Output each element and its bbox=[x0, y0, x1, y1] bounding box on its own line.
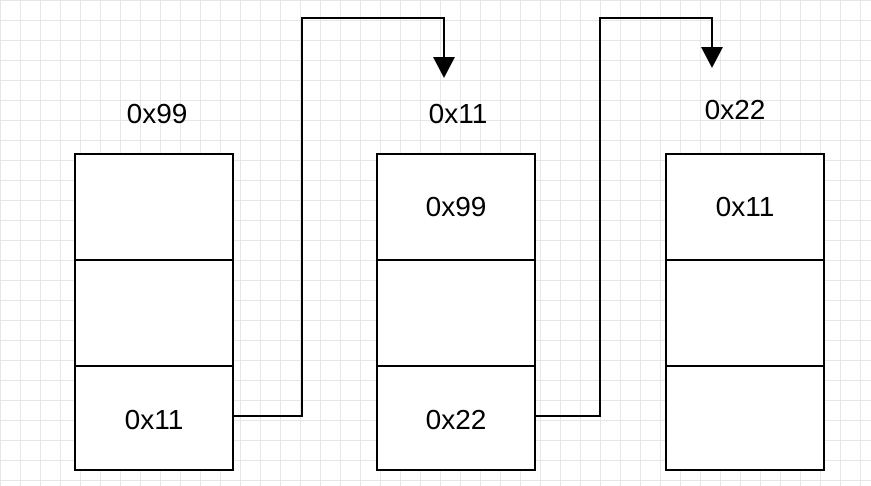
node-address-label: 0x11 bbox=[428, 98, 488, 129]
memory-block: 0x99 0x22 bbox=[376, 153, 536, 471]
node-address-label: 0x22 bbox=[704, 94, 766, 125]
memory-cell: 0x99 bbox=[378, 155, 534, 261]
arrowhead-icon bbox=[701, 47, 723, 68]
memory-cell: 0x11 bbox=[124, 404, 184, 435]
memory-cell bbox=[76, 261, 232, 367]
node-address-label: 0x99 bbox=[126, 98, 188, 129]
memory-block: 0x11 bbox=[74, 153, 234, 471]
arrowhead-icon bbox=[433, 57, 455, 78]
memory-block: 0x11 bbox=[665, 153, 825, 471]
memory-cell: 0x11 bbox=[667, 155, 823, 261]
memory-cell bbox=[378, 261, 534, 367]
pointer-connector bbox=[234, 17, 445, 417]
memory-cell: 0x22 bbox=[425, 404, 487, 435]
memory-cell bbox=[76, 155, 232, 261]
memory-cell bbox=[667, 261, 823, 367]
pointer-connector bbox=[536, 17, 713, 417]
